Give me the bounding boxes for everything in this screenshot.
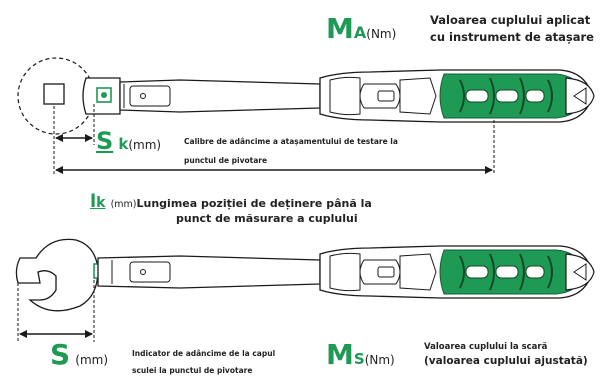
ma-unit: (Nm) — [366, 27, 397, 41]
square-drive-icon — [43, 83, 65, 105]
lk-subscript: k — [96, 195, 106, 211]
ma-desc-line1: Valoarea cuplului aplicat — [430, 13, 591, 27]
s-desc-line2: sculei la punctul de pivotare — [132, 366, 253, 375]
s-desc-line1: Indicator de adâncime de la capul — [132, 349, 276, 358]
ms-subscript: S — [353, 350, 365, 368]
ms-desc-line2: (valoarea cuplului ajustată) — [424, 355, 588, 367]
ma-symbol: M — [326, 12, 354, 45]
lk-desc-line2: punct de măsurare a cuplului — [176, 212, 358, 225]
ms-label: MS(Nm) — [326, 338, 395, 371]
ms-desc-line1: Valoarea cuplului la scară — [424, 342, 548, 352]
ma-description: Valoarea cuplului aplicat cu instrument … — [430, 12, 594, 46]
sk-description: Calibre de adâncime a atașamentului de t… — [184, 132, 398, 170]
sk-subscript: k — [118, 135, 129, 153]
ms-unit: (Nm) — [364, 353, 395, 367]
lk-symbol: l — [90, 191, 97, 212]
ma-desc-line2: cu instrument de atașare — [430, 30, 594, 44]
s-unit: (mm) — [75, 353, 109, 367]
sk-symbol: S — [96, 127, 114, 155]
ms-symbol: M — [326, 338, 354, 371]
ms-description: Valoarea cuplului la scară (valoarea cup… — [424, 340, 588, 368]
s-symbol: S — [50, 338, 71, 371]
sk-dimension — [53, 104, 95, 176]
sk-unit: (mm) — [128, 138, 162, 152]
bottom-torque-wrench — [15, 238, 595, 312]
top-torque-wrench — [17, 57, 595, 135]
s-label: S (mm) — [50, 338, 109, 371]
lk-unit: (mm) — [110, 199, 137, 210]
s-dimension — [17, 280, 95, 342]
s-description: Indicator de adâncime de la capul sculei… — [132, 345, 275, 379]
sk-desc-line2: punctul de pivotare — [184, 156, 268, 165]
sk-desc-line1: Calibre de adâncime a atașamentului de t… — [184, 137, 398, 146]
lk-desc-line1: Lungimea poziției de deținere până la — [136, 197, 372, 210]
ma-subscript: A — [353, 23, 367, 42]
lk-label: lk (mm)Lungimea poziției de deținere pân… — [90, 192, 372, 212]
ma-label: MA(Nm) — [326, 12, 397, 45]
open-end-head — [15, 238, 99, 312]
lk-dimension — [55, 120, 495, 174]
sk-label: S k(mm) — [96, 128, 161, 154]
